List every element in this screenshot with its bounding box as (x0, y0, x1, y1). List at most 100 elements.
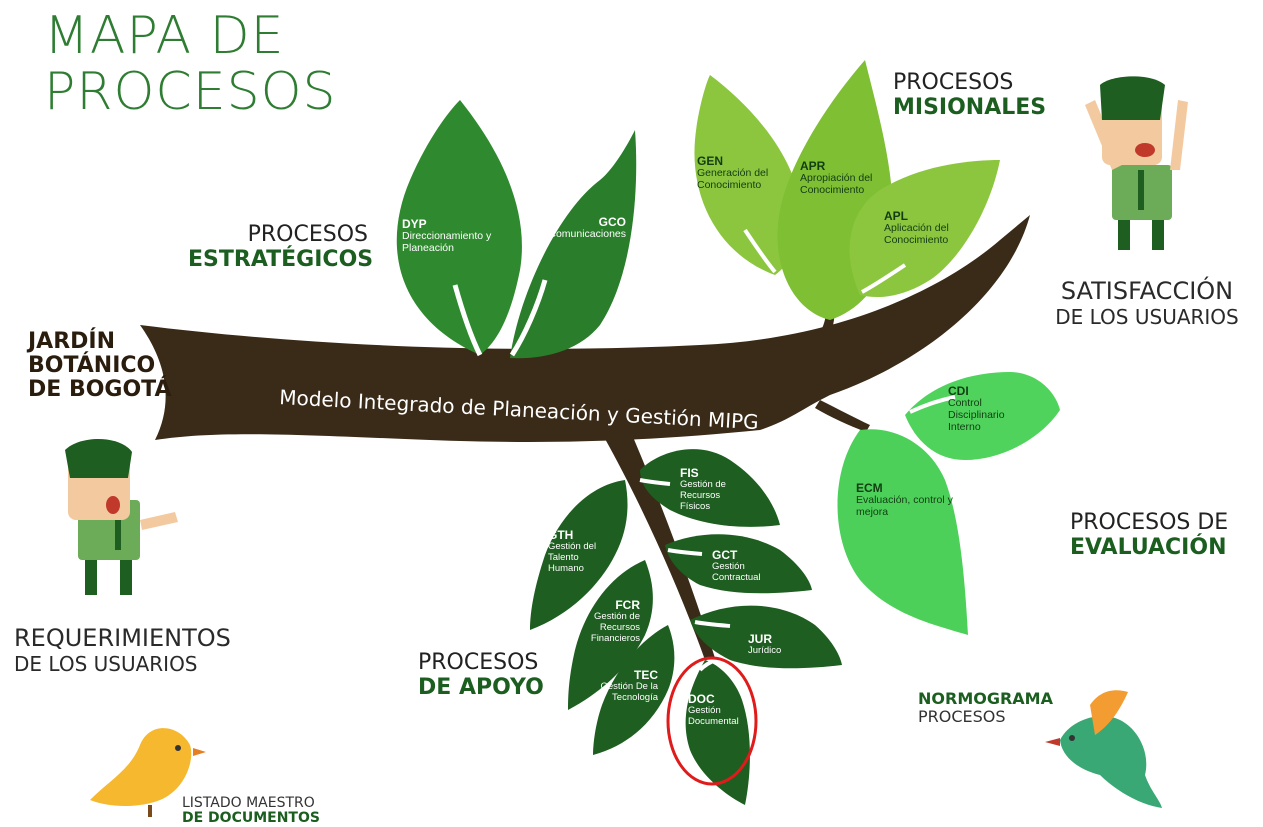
group-apoyo-label: PROCESOS DE APOYO (418, 650, 544, 700)
leaf-doc-name: Gestión Documental (688, 705, 739, 727)
leaf-dyp (396, 100, 522, 355)
leaf-fis-vein (639, 478, 671, 486)
leaf-tec-name: Gestión De la Tecnología (600, 681, 658, 703)
leaf-tec-label: TEC Gestión De la Tecnología (600, 668, 658, 703)
group-evaluacion-line-1: PROCESOS DE (1070, 510, 1229, 535)
leaf-cdi-code: CDI (948, 384, 969, 398)
leaf-apr-name: Apropiación del Conocimiento (800, 172, 873, 196)
leaf-gct-vein (667, 548, 703, 556)
listado-line-2: DE DOCUMENTOS (182, 810, 320, 826)
leaf-cdi (905, 372, 1060, 460)
leaf-fcr-label: FCR Gestión de Recursos Financieros (580, 598, 640, 644)
organization-line-2: BOTÁNICO (28, 353, 156, 378)
leaf-gco-vein (509, 279, 548, 357)
trunk-branch (140, 215, 1030, 442)
leaf-fis (640, 449, 780, 527)
leaf-gct-label: GCT Gestión Contractual (712, 548, 782, 583)
group-evaluacion-label: PROCESOS DE EVALUACIÓN (1070, 510, 1228, 560)
leaf-jur-name: Jurídico (748, 645, 782, 656)
listado-maestro-link[interactable]: LISTADO MAESTRO DE DOCUMENTOS (182, 796, 320, 826)
group-apoyo-line-2: DE APOYO (418, 675, 544, 700)
leaf-gco-code: GCO (598, 215, 626, 229)
leaf-gen-vein (743, 228, 777, 274)
organization-line-1: JARDÍN (28, 329, 116, 354)
normograma-line-2: PROCESOS (918, 707, 1006, 726)
happy-user-illustration (1085, 76, 1188, 250)
group-misionales-label: PROCESOS MISIONALES (893, 70, 1046, 120)
leaf-apl-name: Aplicación del Conocimiento (884, 222, 949, 246)
leaf-fis-name: Gestión de Recursos Físicos (680, 479, 726, 512)
leaf-cdi-name: Control Disciplinario Interno (948, 397, 1005, 433)
leaf-cdi-label: CDI Control Disciplinario Interno (948, 385, 1028, 433)
group-apoyo-line-1: PROCESOS (418, 650, 539, 675)
leaf-gth-name: Gestión del Talento Humano (548, 541, 597, 574)
normograma-link[interactable]: NORMOGRAMA PROCESOS (918, 690, 1053, 726)
leaf-tec (593, 625, 675, 755)
leaf-fis-label: FIS Gestión de Recursos Físicos (680, 466, 745, 512)
leaf-gct-code: GCT (712, 548, 738, 562)
listado-line-1: LISTADO MAESTRO (182, 795, 315, 811)
leaf-dyp-code: DYP (402, 217, 427, 231)
leaf-jur-code: JUR (748, 632, 773, 646)
normograma-line-1: NORMOGRAMA (918, 689, 1053, 708)
yellow-bird-illustration (90, 728, 206, 817)
leaf-cdi-vein (909, 395, 956, 414)
leaf-ecm-label: ECM Evaluación, control y mejora (856, 482, 956, 518)
organization-name: JARDÍN BOTÁNICO DE BOGOTÁ (28, 330, 172, 402)
group-estrategicos-line-1: PROCESOS (247, 222, 368, 247)
leaf-ecm (837, 429, 968, 635)
leaf-gco-name: Comunicaciones (548, 228, 626, 240)
leaf-doc-code: DOC (688, 692, 715, 706)
satisfaccion-line-1: SATISFACCIÓN (1060, 277, 1234, 305)
requerimientos-line-1: REQUERIMIENTOS (14, 624, 231, 652)
leaf-gth-code: GTH (548, 528, 574, 542)
leaf-gen-label: GEN Generación del Conocimiento (697, 155, 783, 191)
leaf-gco (510, 130, 637, 359)
leaf-jur-vein (694, 620, 731, 628)
leaf-apl-code: APL (884, 209, 908, 223)
doc-highlight-circle (666, 656, 758, 786)
worried-user-illustration (65, 438, 178, 595)
leaf-dyp-name: Direccionamiento y Planeación (402, 230, 492, 254)
evaluacion-twig (815, 400, 870, 432)
leaf-fcr-code: FCR (615, 598, 640, 612)
leaf-dyp-label: DYP Direccionamiento y Planeación (402, 218, 502, 254)
leaf-gen (694, 75, 803, 275)
leaf-ecm-name: Evaluación, control y mejora (856, 494, 953, 518)
leaf-jur (690, 605, 842, 669)
title-line-1: MAPA DE (44, 6, 285, 66)
leaf-doc-label: DOC Gestión Documental (688, 692, 752, 727)
apoyo-branch (600, 430, 715, 660)
leaf-jur-label: JUR Jurídico (748, 632, 808, 656)
leaf-gth-label: GTH Gestión del Talento Humano (548, 528, 608, 574)
leaf-doc (685, 660, 750, 805)
leaf-doc-vein (698, 658, 717, 672)
group-misionales-line-1: PROCESOS (893, 70, 1014, 95)
leaf-fcr (568, 560, 653, 710)
leaf-gen-name: Generación del Conocimiento (697, 167, 769, 191)
leaf-apl-label: APL Aplicación del Conocimiento (884, 210, 972, 246)
title-line-2: PROCESOS (44, 62, 337, 122)
satisfaccion-line-2: DE LOS USUARIOS (1055, 305, 1239, 329)
leaf-gct-name: Gestión Contractual (712, 561, 761, 583)
leaf-tec-code: TEC (634, 668, 658, 682)
leaf-apl (849, 160, 1000, 298)
page-title: MAPA DE PROCESOS (44, 8, 337, 120)
leaf-fis-code: FIS (680, 466, 699, 480)
leaf-gen-code: GEN (697, 154, 724, 168)
requerimientos-line-2: DE LOS USUARIOS (14, 652, 198, 676)
leaf-fcr-name: Gestión de Recursos Financieros (590, 611, 640, 644)
green-bird-illustration (1045, 690, 1162, 808)
leaf-ecm-code: ECM (856, 481, 883, 495)
leaf-gct (665, 534, 812, 594)
group-estrategicos-label: PROCESOS ESTRATÉGICOS (188, 222, 373, 272)
group-misionales-line-2: MISIONALES (893, 95, 1047, 120)
leaf-dyp-vein (452, 284, 483, 357)
organization-line-3: DE BOGOTÁ (28, 377, 172, 402)
leaf-gco-label: GCO Comunicaciones (528, 216, 626, 240)
leaf-apr-code: APR (800, 159, 826, 173)
leaf-gth (530, 480, 628, 630)
group-estrategicos-line-2: ESTRATÉGICOS (188, 247, 374, 272)
leaf-apl-vein (861, 263, 907, 294)
